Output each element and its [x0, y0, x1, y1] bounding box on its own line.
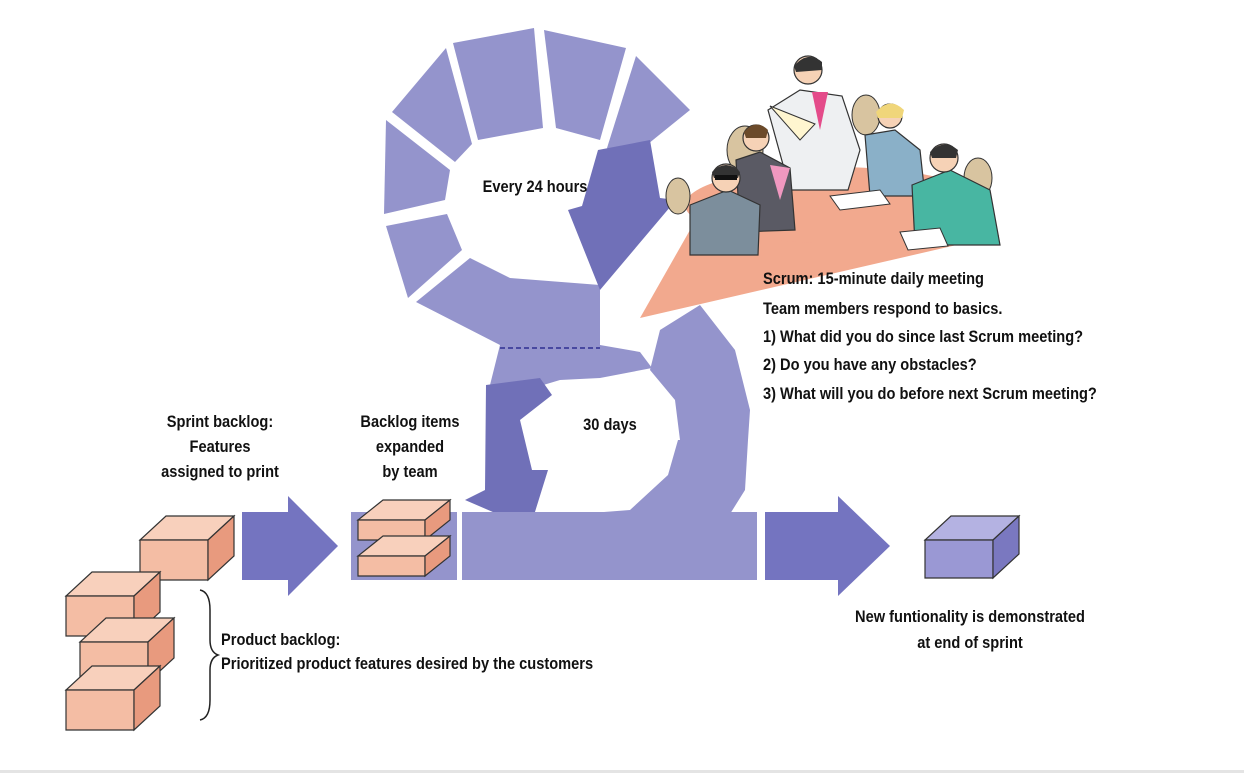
daily-ring-segment — [384, 120, 450, 214]
scrum-meeting-title: Scrum: 15-minute daily meeting — [763, 269, 984, 288]
person-front-left — [689, 163, 761, 256]
daily-ring-segment — [453, 28, 543, 140]
backlog-items-title: Backlog items — [360, 412, 460, 431]
backlog-items-line: by team — [382, 462, 438, 481]
new-functionality-label: at end of sprint — [917, 633, 1023, 652]
daily-cycle-ring — [384, 28, 690, 345]
scrum-question-2: 2) Do you have any obstacles? — [763, 355, 977, 374]
sprint-backlog-box — [138, 514, 236, 582]
sprint-backlog-title: Sprint backlog: — [166, 412, 274, 431]
bottom-divider — [0, 770, 1244, 773]
sprint-backlog-line: assigned to print — [161, 462, 279, 481]
daily-ring-segment — [416, 258, 600, 345]
product-backlog-desc: Prioritized product features desired by … — [221, 654, 594, 673]
sprint-backlog-line: Features — [189, 437, 251, 456]
scrum-intro-line: Team members respond to basics. — [763, 299, 1003, 318]
daily-cycle-arrow — [568, 140, 676, 290]
sprint-ring-right — [650, 305, 750, 440]
backlog-item-slab — [356, 534, 452, 578]
papers-on-table — [829, 189, 891, 211]
daily-ring-segment — [392, 48, 472, 162]
arrow-to-new-functionality — [765, 496, 890, 596]
new-functionality-box — [923, 514, 1021, 580]
daily-ring-segment — [386, 214, 462, 298]
daily-ring-segment — [544, 30, 626, 140]
scrum-question-1: 1) What did you do since last Scrum meet… — [763, 327, 1084, 346]
arrow-sprint-to-items — [242, 496, 338, 596]
backlog-items-line: expanded — [375, 437, 445, 456]
sprint-flow-band — [462, 512, 757, 580]
sprint-cycle-label: 30 days — [583, 415, 637, 434]
daily-cycle-label: Every 24 hours — [482, 177, 588, 196]
person-standing — [767, 55, 861, 191]
product-backlog-title: Product backlog: — [221, 630, 341, 649]
person-right — [899, 143, 1001, 251]
scrum-question-3: 3) What will you do before next Scrum me… — [763, 384, 1097, 403]
product-backlog-box — [64, 664, 162, 732]
daily-ring-segment — [607, 56, 690, 165]
team-meeting-illustration — [640, 55, 1001, 318]
sprint-arrow-down — [465, 378, 552, 528]
person-woman — [864, 103, 926, 197]
new-functionality-label: New funtionality is demonstrated — [855, 607, 1085, 626]
product-backlog-brace — [199, 589, 221, 721]
